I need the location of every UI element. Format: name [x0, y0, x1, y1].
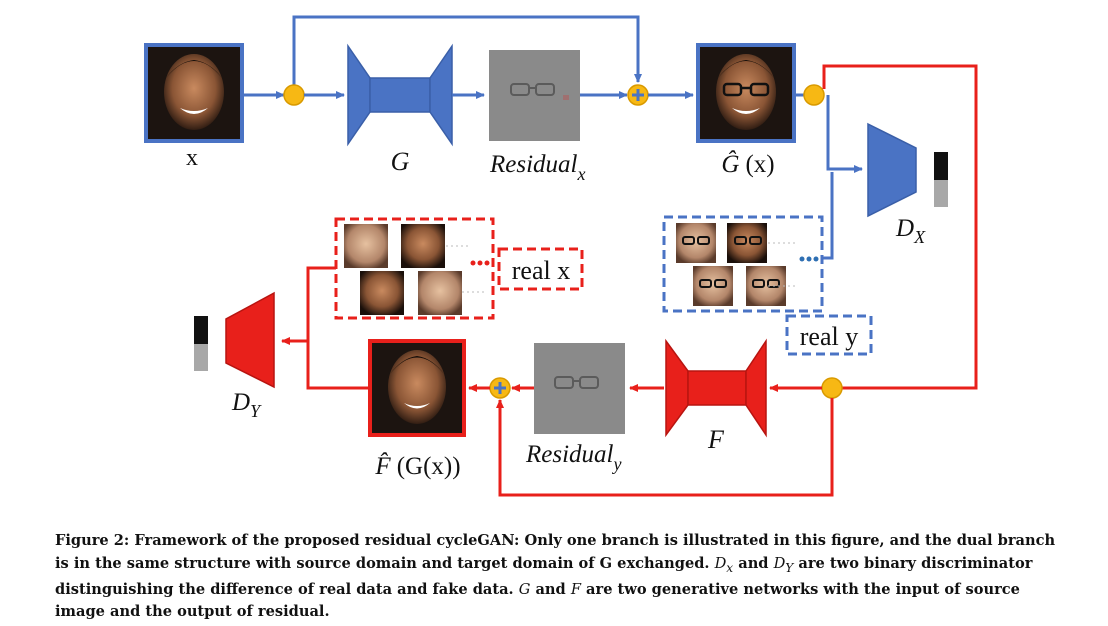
real-x-samples [334, 217, 495, 320]
label-F: F [707, 425, 725, 454]
residual-x-image [489, 50, 580, 141]
edge-FGx-to-DY [281, 337, 370, 390]
discriminator-DY-shape [225, 291, 275, 389]
label-DY: DY [231, 389, 262, 421]
caption-f: F [570, 580, 581, 598]
edge-skip-connection-bottom [496, 398, 834, 497]
generated-Gx-image [696, 43, 796, 143]
real-y-label-box [785, 314, 873, 356]
label-F-hat-symbol: F̂ [374, 452, 391, 480]
caption-dx-main: D [714, 554, 727, 572]
label-DY-main: D [231, 389, 250, 416]
caption-part3: are two generative networks with the inp… [55, 580, 1020, 621]
real-y-samples [662, 215, 824, 313]
figure-caption: Figure 2: Framework of the proposed resi… [55, 530, 1065, 624]
branch-node-right [803, 84, 825, 106]
edge-real-y-to-DX [822, 172, 834, 260]
caption-and2: and [530, 580, 571, 598]
edge-skip-connection-top [292, 15, 642, 85]
edge-Gx-to-DX [826, 95, 863, 173]
add-node-top [627, 84, 649, 106]
caption-dx-sub: x [726, 560, 734, 575]
label-residual-x-main: Residual [489, 151, 578, 178]
caption-g: G [518, 580, 531, 598]
caption-dy-main: D [773, 554, 786, 572]
label-real-y: real y [800, 322, 858, 351]
add-node-bottom [489, 377, 511, 399]
label-DY-sub: Y [250, 401, 262, 421]
discriminator-DX-output-bar [934, 152, 948, 207]
label-G-hat-x: Ĝ(x) [721, 150, 774, 178]
label-residual-y-main: Residual [525, 441, 614, 468]
edge-real-x-to-DY [306, 266, 336, 341]
label-x: x [186, 145, 198, 171]
residual-y-image [534, 343, 625, 434]
caption-dx: Dx [714, 554, 734, 575]
label-DX-sub: X [913, 227, 926, 247]
label-G-hat-symbol: Ĝ [721, 150, 739, 178]
label-G: G [391, 147, 410, 176]
label-residual-y-sub: y [612, 454, 622, 474]
caption-dy-sub: Y [785, 560, 794, 575]
discriminator-DX-shape [867, 122, 917, 218]
branch-node-top [283, 84, 305, 106]
caption-part2: are two binary discriminator distinguish… [55, 554, 1033, 598]
branch-node-bottom [821, 377, 843, 399]
label-DX: DX [895, 215, 926, 247]
generator-G-shape [347, 43, 453, 147]
real-x-label-box [497, 247, 584, 291]
reconstructed-FGx-image [368, 339, 466, 437]
label-F-hat-arg: (G(x)) [397, 453, 461, 480]
label-residual-x: Residualx [489, 151, 586, 184]
label-G-hat-arg: (x) [745, 151, 774, 178]
generator-F-shape [665, 338, 767, 438]
label-real-x: real x [512, 256, 570, 285]
label-F-hat: F̂(G(x)) [374, 452, 460, 480]
input-x-image [144, 43, 244, 143]
label-DX-main: D [895, 215, 914, 242]
discriminator-DY-output-bar [194, 316, 208, 371]
caption-dy: DY [773, 554, 794, 575]
caption-and1: and [733, 554, 774, 572]
label-residual-y: Residualy [525, 441, 622, 474]
edge-Gx-to-F-return [822, 64, 978, 390]
caption-part1: Figure 2: Framework of the proposed resi… [55, 532, 1056, 572]
label-residual-x-sub: x [577, 164, 586, 184]
